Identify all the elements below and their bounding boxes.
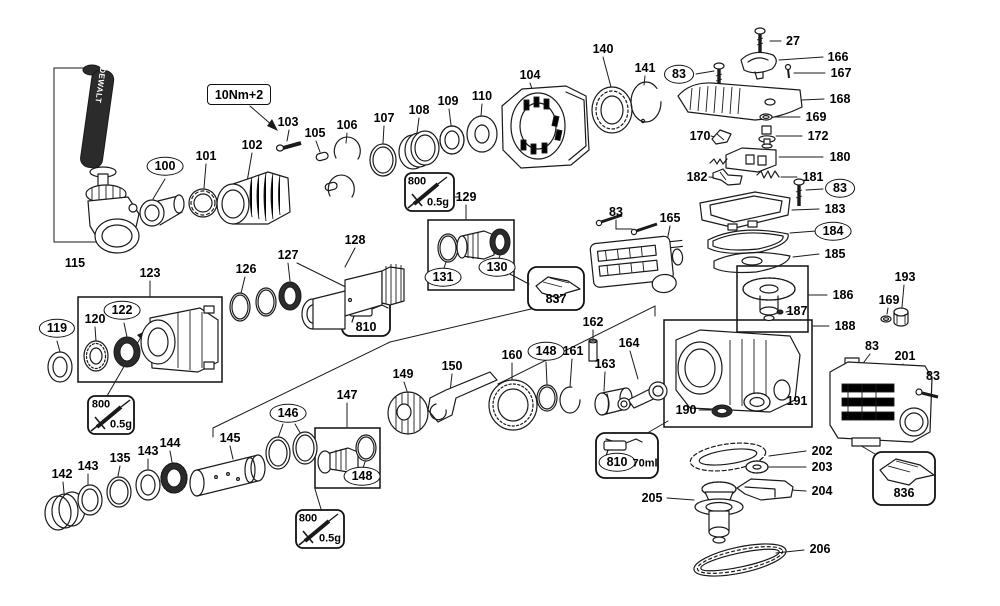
part-128-spindle [301,264,405,330]
part-127-rings [255,281,302,317]
part-126-ring [229,292,251,322]
part-170-bracket [711,129,732,145]
part-186-crown-gear [742,277,796,322]
part-169-ring-b [880,315,892,323]
part-182-lever [712,168,743,186]
part-184-gasket [707,229,789,254]
group-box-129 [427,219,515,291]
leader-lines [53,40,932,554]
part-165-module [589,235,684,294]
part-123-hammer-case [140,305,219,373]
part-161-circlip [559,386,581,414]
torque-callout: 10Nm+2 [207,84,271,105]
group-box-188 [663,319,813,428]
part-190-seal [711,404,733,418]
part-101-ring-nut [188,188,218,218]
part-27-screw [754,27,766,53]
part-148-o-ring-a [536,384,558,412]
part-142-rings [44,491,86,531]
part-162-pin [588,338,598,362]
part-149-gear [387,391,429,435]
part-129-valve-group [437,228,511,263]
group-box-186 [736,265,809,333]
part-202-chain [689,442,767,472]
part-83-pins [595,213,658,236]
part-191-bearing [743,392,771,412]
part-140-bearing [591,86,633,134]
part-104-front-housing [501,85,590,169]
part-107-ring [369,143,397,177]
part-201-motor-stator [829,357,933,447]
part-204-bracket [736,478,794,501]
part-120-bearing [83,340,109,372]
part-147-valve-group [317,434,377,474]
part-188-gearcase [675,329,801,413]
group-box-123 [77,296,223,383]
part-168-top-cover [677,82,803,121]
part-193-sleeve [893,307,909,327]
part-105-pin [315,151,338,192]
part-141-retaining-ring [630,81,662,124]
part-108-ring-stack [398,130,440,170]
part-103-screw [275,141,302,152]
part-181-spring [756,170,780,179]
part-83-screw-a [713,62,725,88]
part-183-plate [699,191,791,231]
part-110-washer [466,115,498,153]
part-146-o-rings [265,431,318,470]
part-160-ring-gear [488,379,538,431]
part-185-plate [713,251,791,274]
part-167-screw [784,63,792,79]
part-206-belt [693,543,787,577]
part-205-clutch-assembly [694,481,744,544]
part-144-knurled-ring [160,462,188,494]
torque-arrowhead [267,119,278,131]
part-122-seal [113,336,141,368]
part-169-ring [759,113,773,121]
part-836-bracket [879,458,935,486]
part-83-screw-e [915,388,939,399]
part-83-screw-c [793,178,805,206]
part-837-bracket [535,276,581,299]
part-115-side-handle: DEWALT [80,64,140,254]
part-143-ring-a [77,484,103,516]
part-135-ring [106,476,132,508]
part-187-pellet [776,309,784,315]
part-180-switch-block [709,147,777,173]
part-106-half-rings [327,136,361,198]
part-109-knurled-ring [439,125,465,155]
part-166-cap [740,51,777,80]
part-145-cylinder [189,454,266,497]
part-164-connecting-rod [617,381,668,411]
part-143-ring-b [135,469,161,501]
part-100-bushing [139,194,185,227]
lube-box-810-70ml [595,432,659,479]
part-150-shift-fork [427,371,498,423]
part-119-washer [47,351,73,383]
part-172-valve [758,125,776,149]
part-102-sleeve [216,171,291,225]
part-203-sprocket [745,460,769,474]
